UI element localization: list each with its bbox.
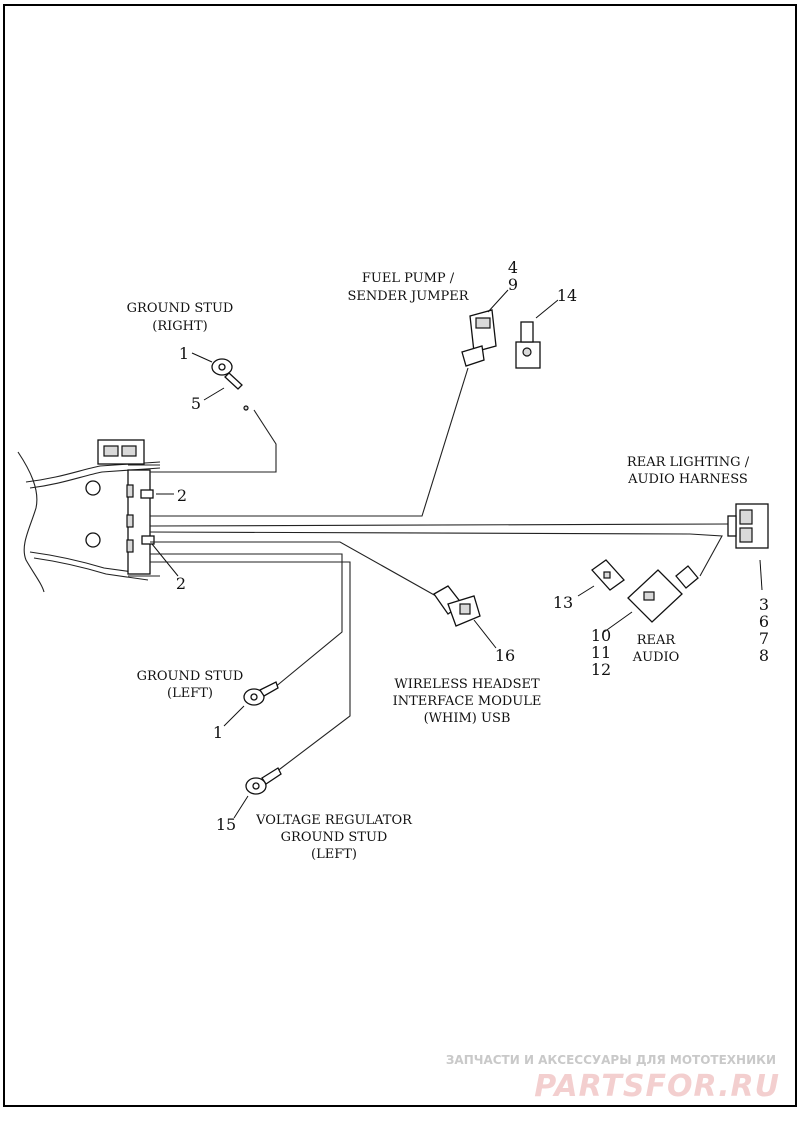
whim-usb-connector [433, 585, 481, 627]
callout-9: 9 [508, 275, 518, 294]
callout-14: 14 [557, 286, 577, 305]
label-whim-line2: INTERFACE MODULE [393, 694, 542, 709]
label-ground-stud-left-line1: GROUND STUD [137, 669, 244, 684]
label-voltage-regulator-line2: GROUND STUD [281, 830, 388, 845]
callout-4: 4 [508, 258, 518, 277]
callout-13: 13 [553, 593, 573, 612]
callout-11: 11 [591, 643, 611, 662]
small-connector [591, 559, 625, 591]
label-voltage-regulator-line3: (LEFT) [311, 847, 357, 862]
leader-lines [151, 289, 763, 819]
callout-12: 12 [591, 660, 611, 679]
callout-3: 3 [759, 595, 769, 614]
ring-terminal-voltage-regulator [245, 767, 282, 795]
ring-terminal-left [243, 681, 279, 706]
page-border [3, 4, 797, 1107]
callout-8: 8 [759, 646, 769, 665]
callout-6: 6 [759, 612, 769, 631]
label-rear-lighting-line2: AUDIO HARNESS [627, 472, 748, 487]
label-ground-stud-right-line2: (RIGHT) [152, 319, 207, 334]
label-ground-stud-left-line2: (LEFT) [167, 686, 213, 701]
label-voltage-regulator-line1: VOLTAGE REGULATOR [255, 813, 413, 828]
label-rear-audio-line1: REAR [637, 633, 677, 648]
callout-10: 10 [591, 626, 611, 645]
connector-clip [515, 321, 541, 369]
label-whim-line3: (WHIM) USB [424, 711, 511, 726]
rear-audio-connector [627, 565, 699, 623]
chassis-frame [17, 439, 161, 593]
frame-ground-stud-upper [140, 489, 154, 499]
label-fuel-pump-line2: SENDER JUMPER [347, 289, 469, 304]
label-fuel-pump-line1: FUEL PUMP / [362, 271, 455, 286]
callout-7: 7 [759, 629, 769, 648]
callout-1-top: 1 [179, 344, 189, 363]
label-rear-lighting-line1: REAR LIGHTING / [627, 455, 750, 470]
ring-terminal-right [211, 358, 249, 411]
callout-15: 15 [216, 815, 236, 834]
label-ground-stud-right-line1: GROUND STUD [127, 301, 234, 316]
callout-5: 5 [191, 394, 201, 413]
label-rear-audio-line2: AUDIO [632, 650, 680, 665]
label-whim-line1: WIRELESS HEADSET [394, 677, 540, 692]
callout-1-bottom: 1 [213, 723, 223, 742]
callout-16: 16 [495, 646, 515, 665]
rear-lighting-connector [727, 503, 769, 549]
watermark-brand: PARTSFOR.RU [534, 1069, 780, 1104]
callout-2-top: 2 [177, 486, 187, 505]
fuel-pump-connector [461, 309, 497, 367]
callout-2-bottom: 2 [176, 574, 186, 593]
watermark-tagline: ЗАПЧАСТИ И АКСЕССУАРЫ ДЛЯ МОТОТЕХНИКИ [446, 1053, 776, 1067]
harness-wires [149, 367, 731, 773]
frame-ground-stud-lower [141, 535, 155, 545]
